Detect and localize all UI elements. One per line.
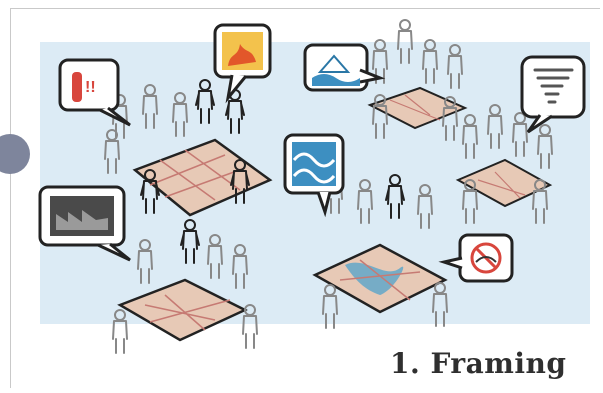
waves-icon (292, 142, 336, 186)
flooding-house-icon (312, 54, 360, 86)
bubble-temperature: !! (58, 58, 131, 127)
bubble-factory (38, 185, 131, 262)
fire-icon (222, 32, 263, 70)
group-top-left (104, 79, 273, 217)
no-fishing-icon (470, 242, 502, 274)
bubble-no-fishing (438, 233, 514, 283)
bubble-flooding (303, 43, 386, 92)
bubble-fire (213, 23, 272, 104)
slide-caption: 1. Framing (390, 347, 567, 380)
group-bottom-left (112, 219, 258, 354)
group-right (455, 104, 553, 224)
bubble-tornado (520, 55, 586, 134)
bubble-waves (283, 133, 345, 218)
svg-text:!!: !! (85, 79, 96, 96)
factory-smoke-icon (50, 196, 114, 236)
temperature-warning-icon: !! (72, 72, 96, 102)
frame-top-line (10, 8, 600, 9)
group-top-middle (367, 19, 468, 141)
frame-left-line (10, 8, 11, 388)
tornado-icon (533, 68, 574, 104)
group-bottom-middle (312, 169, 448, 329)
map-table (132, 138, 273, 217)
